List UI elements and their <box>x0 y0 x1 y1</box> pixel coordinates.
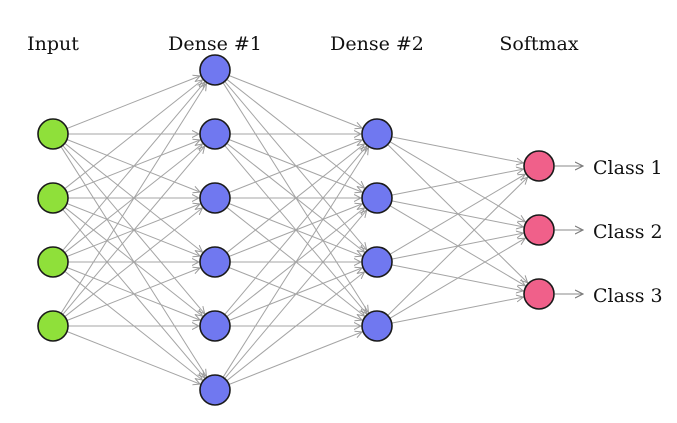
neuron-layer-3-unit-2 <box>361 182 393 214</box>
neuron-layer-1-unit-3 <box>37 246 69 278</box>
connection-edge <box>226 272 365 382</box>
connection-edge <box>62 146 205 315</box>
output-arrows <box>555 166 583 294</box>
connection-edge <box>228 332 362 385</box>
connection-edge <box>391 297 524 324</box>
neuron-layer-3-unit-4 <box>361 310 393 342</box>
connection-edge <box>224 146 367 315</box>
connection-edge <box>228 140 362 193</box>
connection-edge <box>389 238 525 319</box>
connection-edge <box>226 144 365 254</box>
connection-edge <box>64 208 203 318</box>
connection-edge <box>66 268 200 321</box>
output-label-class-3: Class 3 <box>593 285 663 307</box>
neuron-layer-2-unit-6 <box>199 374 231 406</box>
neuron-layer-1-unit-4 <box>37 310 69 342</box>
connection-edge <box>66 76 200 129</box>
connection-edge <box>391 136 524 163</box>
layer-title-dense-2: Dense #2 <box>330 33 424 55</box>
neuron-layer-4-unit-2 <box>523 214 555 246</box>
connection-edge <box>64 80 203 190</box>
connection-edge <box>391 169 524 196</box>
connection-edge <box>60 84 206 314</box>
neuron-layer-1-unit-1 <box>37 118 69 150</box>
output-label-class-1: Class 1 <box>593 157 663 179</box>
neuron-layer-1-unit-2 <box>37 182 69 214</box>
neuron-layer-3-unit-3 <box>361 246 393 278</box>
connections <box>60 75 528 385</box>
neuron-layer-2-unit-4 <box>199 246 231 278</box>
neuron-layer-3-unit-1 <box>361 118 393 150</box>
neuron-layer-2-unit-1 <box>199 54 231 86</box>
connection-edge <box>66 331 200 385</box>
neuron-layer-4-unit-3 <box>523 278 555 310</box>
connection-edge <box>62 82 205 251</box>
connection-edge <box>389 174 525 255</box>
connection-edge <box>222 148 368 378</box>
output-label-class-2: Class 2 <box>593 221 663 243</box>
layer-title-softmax: Softmax <box>499 33 578 55</box>
neuron-layer-2-unit-2 <box>199 118 231 150</box>
neuron-layer-4-unit-1 <box>523 150 555 182</box>
neuron-layer-2-unit-3 <box>199 182 231 214</box>
connection-edge <box>387 177 528 316</box>
layer-title-dense-1: Dense #1 <box>168 33 262 55</box>
layer-title-input: Input <box>27 33 79 55</box>
connection-edge <box>228 75 362 129</box>
connection-edge <box>224 210 367 379</box>
neurons <box>37 54 555 406</box>
neuron-layer-2-unit-5 <box>199 310 231 342</box>
